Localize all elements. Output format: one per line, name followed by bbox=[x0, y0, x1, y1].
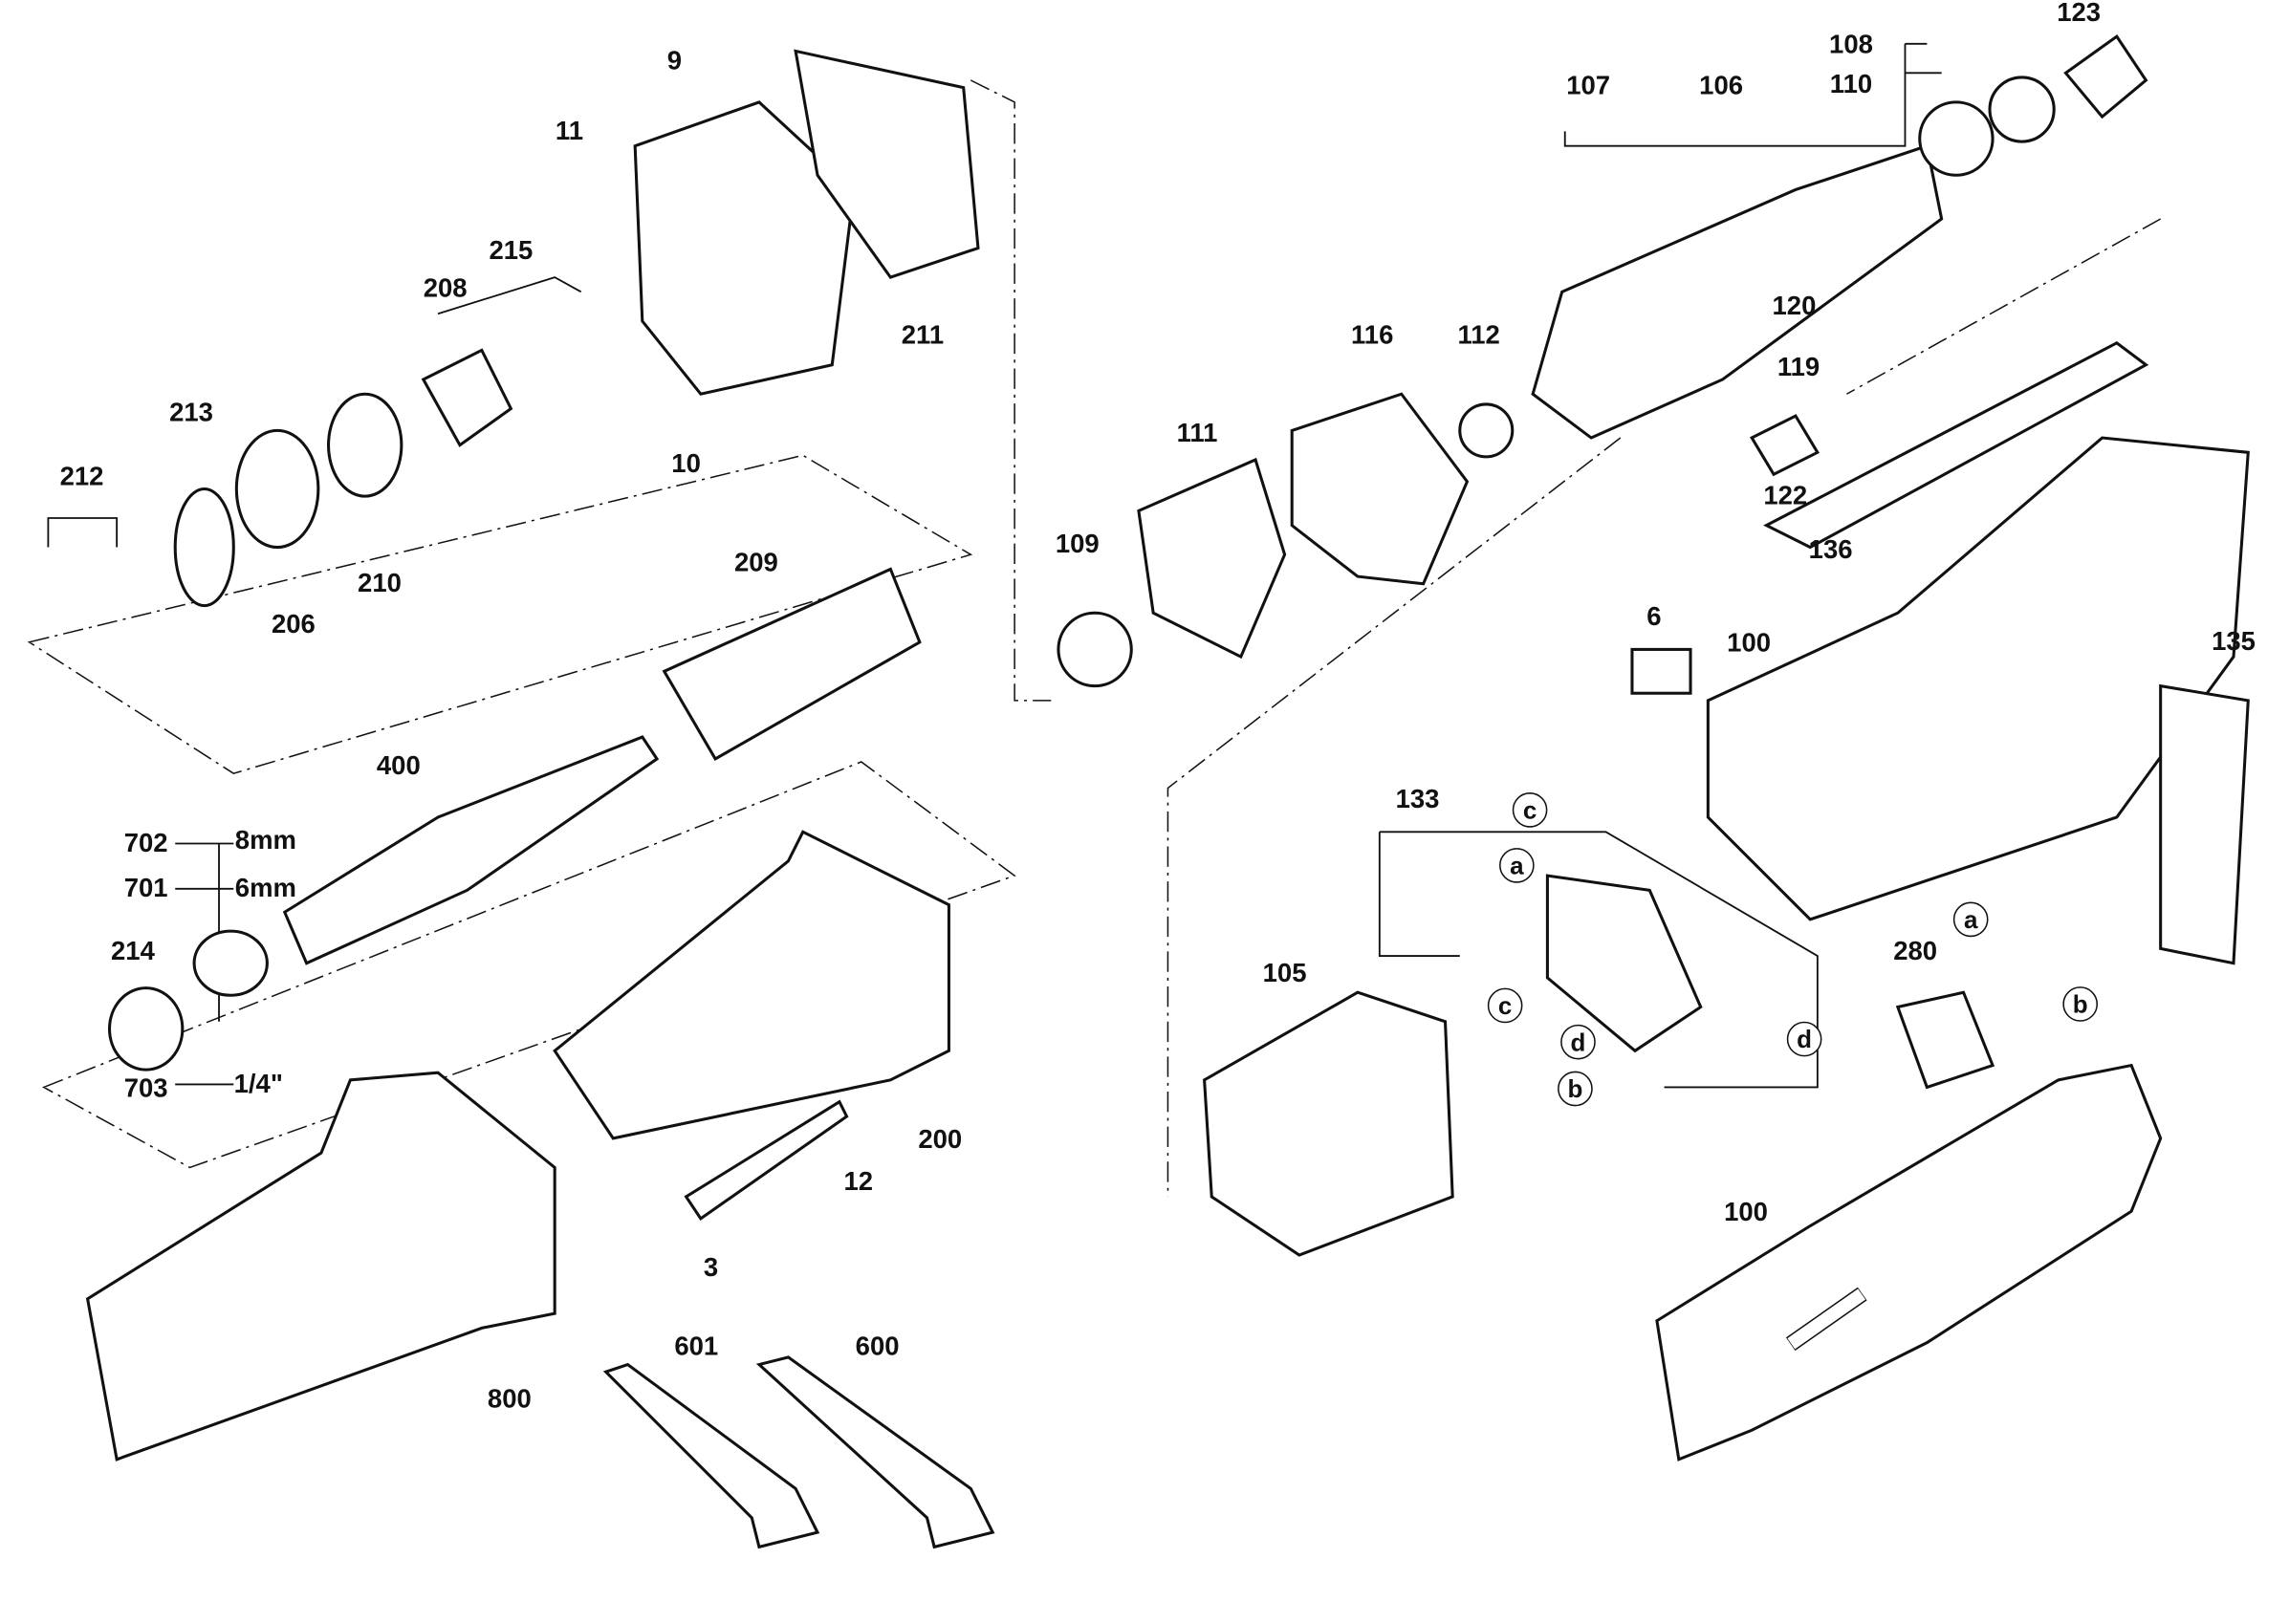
part-label: 208 bbox=[423, 273, 468, 303]
part-label: 123 bbox=[2057, 0, 2102, 28]
part-label: 116 bbox=[1351, 320, 1394, 350]
part-119-switch-button bbox=[1750, 414, 1820, 477]
part-label: 200 bbox=[918, 1124, 963, 1154]
leader bbox=[47, 276, 582, 548]
assembly-guide bbox=[42, 761, 1016, 1169]
part-208-spacer bbox=[421, 348, 513, 447]
part-109-bearing bbox=[1057, 611, 1133, 688]
part-601-wrench bbox=[602, 1362, 820, 1549]
part-label: 112 bbox=[1457, 320, 1500, 350]
part-label: 280 bbox=[1893, 936, 1938, 965]
part-135-battery-terminal bbox=[2159, 683, 2250, 965]
part-label: 109 bbox=[1055, 529, 1100, 559]
callout-a: a bbox=[1499, 848, 1535, 883]
part-200-housing bbox=[553, 830, 950, 1140]
part-label: 105 bbox=[1262, 958, 1307, 987]
part-106-armature bbox=[1531, 143, 1944, 440]
collet-size-label: 1/4" bbox=[233, 1069, 283, 1098]
part-label: 6 bbox=[1646, 601, 1662, 632]
part-label: 106 bbox=[1699, 71, 1744, 100]
callout-d: d bbox=[1560, 1024, 1596, 1060]
brand-logo bbox=[1785, 1286, 1871, 1356]
part-label: 9 bbox=[666, 46, 683, 76]
part-112-bearing bbox=[1458, 402, 1515, 459]
part-label: 10 bbox=[671, 448, 701, 479]
collet-size-label: 8mm bbox=[234, 825, 296, 855]
part-210-ring bbox=[327, 392, 403, 498]
part-123-cap bbox=[2063, 34, 2148, 119]
part-label: 12 bbox=[843, 1166, 874, 1197]
part-label: 206 bbox=[271, 609, 316, 639]
part-label: 136 bbox=[1808, 534, 1853, 565]
part-120-switch-bar bbox=[1763, 340, 2149, 550]
part-label: 11 bbox=[555, 116, 583, 145]
part-9-gear-housing bbox=[633, 100, 856, 396]
part-label: 703 bbox=[123, 1072, 168, 1103]
part-label: 212 bbox=[59, 462, 104, 491]
part-label: 400 bbox=[376, 750, 421, 781]
part-label: 211 bbox=[901, 320, 945, 350]
callout-c: c bbox=[1487, 987, 1523, 1024]
part-3-screw bbox=[684, 1099, 849, 1222]
part-label: 108 bbox=[1829, 30, 1873, 59]
part-label: 215 bbox=[489, 235, 534, 266]
part-label: 107 bbox=[1566, 71, 1611, 100]
part-209-sleeve bbox=[662, 567, 922, 762]
part-label: 213 bbox=[169, 398, 213, 427]
part-211-gasket bbox=[794, 49, 980, 279]
part-213-retaining-ring bbox=[173, 487, 235, 608]
part-label: 210 bbox=[358, 568, 402, 598]
callout-d: d bbox=[1786, 1021, 1822, 1057]
part-6-label bbox=[1630, 647, 1692, 695]
callout-a: a bbox=[1952, 901, 1989, 938]
part-label: 209 bbox=[733, 548, 778, 577]
callout-b: b bbox=[1558, 1071, 1593, 1107]
part-label: 122 bbox=[1763, 481, 1808, 510]
assembly-guide bbox=[1166, 218, 2162, 1197]
part-label: 100 bbox=[1727, 628, 1772, 658]
part-100-housing-complete bbox=[1655, 1063, 2163, 1462]
part-206-bearing bbox=[234, 428, 320, 550]
part-111-plate bbox=[1137, 457, 1287, 660]
part-116-fan-baffle bbox=[1290, 392, 1470, 586]
part-label: 133 bbox=[1395, 784, 1440, 814]
logo-mark bbox=[1785, 1287, 1868, 1352]
part-100-housing-half bbox=[1706, 436, 2250, 921]
part-label: 120 bbox=[1772, 291, 1817, 321]
leader bbox=[1378, 831, 1819, 1089]
part-label: 3 bbox=[703, 1252, 719, 1283]
part-600-wrench bbox=[755, 1355, 995, 1549]
part-800-guard bbox=[85, 1071, 556, 1462]
callout-c: c bbox=[1512, 792, 1548, 828]
part-133-brush-holder bbox=[1545, 874, 1703, 1053]
leader bbox=[1563, 42, 1942, 147]
part-label: 110 bbox=[1829, 69, 1873, 99]
part-701-collet bbox=[192, 929, 269, 997]
part-label: 214 bbox=[111, 936, 155, 965]
callout-b: b bbox=[2062, 986, 2099, 1022]
part-214-collet-nut bbox=[107, 986, 185, 1072]
part-label: 800 bbox=[487, 1384, 532, 1414]
part-280-selector bbox=[1895, 990, 1995, 1090]
assembly-guide bbox=[970, 79, 1052, 702]
part-400-spindle bbox=[282, 735, 660, 965]
collet-size-label: 6mm bbox=[234, 873, 296, 903]
part-label: 701 bbox=[123, 873, 168, 903]
part-108-bearing bbox=[1988, 76, 2056, 143]
part-105-cover bbox=[1203, 990, 1454, 1257]
part-label: 601 bbox=[674, 1332, 719, 1361]
part-110-bearing bbox=[1918, 100, 1995, 177]
part-label: 135 bbox=[2212, 626, 2256, 657]
part-label: 119 bbox=[1777, 352, 1820, 382]
part-label: 600 bbox=[855, 1332, 900, 1361]
part-label: 100 bbox=[1724, 1197, 1768, 1227]
assembly-guide bbox=[27, 454, 973, 775]
part-label: 111 bbox=[1176, 418, 1218, 447]
part-label: 702 bbox=[123, 828, 168, 857]
